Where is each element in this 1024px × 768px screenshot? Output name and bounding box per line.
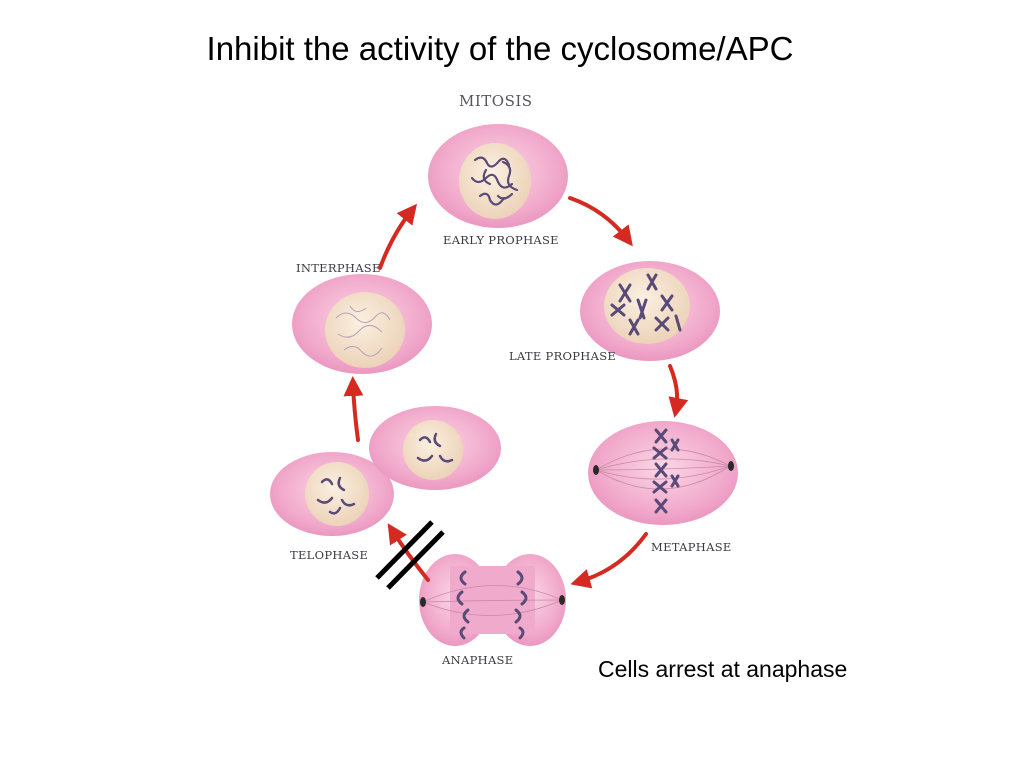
arrow-to-interphase [343, 376, 364, 442]
anaphase-cell [419, 554, 566, 646]
cycle-arrows [343, 196, 689, 589]
slide-title: Inhibit the activity of the cyclosome/AP… [206, 30, 794, 67]
arrow-to-late-prophase [568, 196, 633, 247]
label-interphase: INTERPHASE [296, 261, 381, 275]
label-late-prophase: LATE PROPHASE [509, 349, 617, 363]
label-anaphase: ANAPHASE [442, 653, 514, 667]
label-telophase: TELOPHASE [290, 548, 369, 562]
block-mark-icon [375, 520, 445, 590]
telophase-cells [270, 406, 501, 536]
arrow-to-metaphase [668, 364, 689, 418]
metaphase-cell [588, 421, 738, 525]
caption: Cells arrest at anaphase [598, 656, 848, 682]
label-metaphase: METAPHASE [651, 540, 732, 554]
arrow-to-telophase [387, 523, 430, 582]
label-early-prophase: EARLY PROPHASE [443, 233, 559, 247]
arrow-to-anaphase [570, 532, 648, 589]
early-prophase-cell [428, 124, 568, 228]
interphase-cell [292, 274, 432, 374]
diagram-heading: MITOSIS [459, 92, 533, 110]
late-prophase-cell [580, 261, 720, 361]
arrow-to-early-prophase [378, 203, 417, 270]
